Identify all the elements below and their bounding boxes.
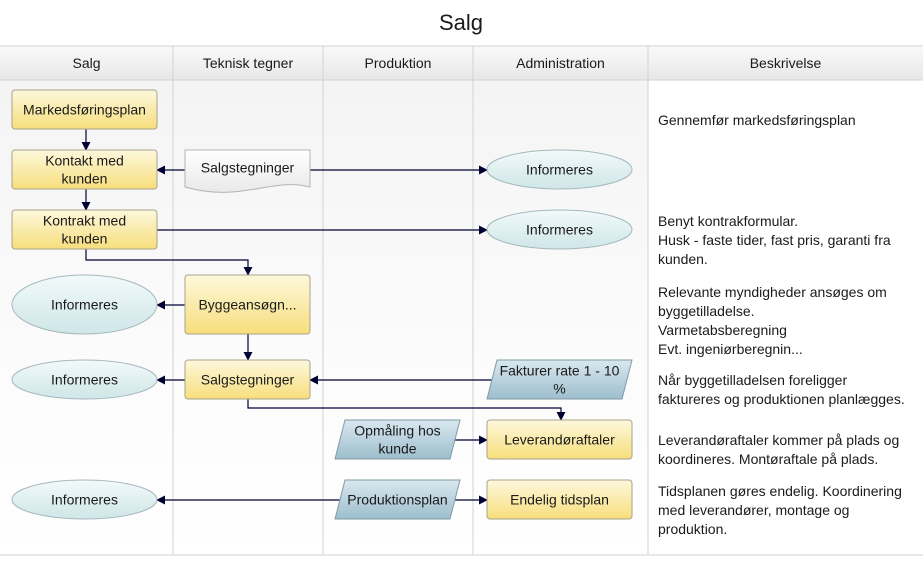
diagram-title: Salg xyxy=(439,10,483,35)
node-label: kunde xyxy=(378,441,416,457)
description-d3-line: Varmetabsberegning xyxy=(658,322,787,338)
lanes: Salg Teknisk tegner Produktion Administrati… xyxy=(0,45,923,556)
description-d3-line: byggetilladelse. xyxy=(658,303,755,319)
description-d6-line: med leverandører, montage og xyxy=(658,502,849,518)
node-kontakt[interactable]: Kontakt med kunden xyxy=(11,149,158,190)
node-label: Opmåling hos xyxy=(354,423,440,439)
node-label: Leverandøraftaler xyxy=(504,432,615,448)
node-label: Byggeansøgn... xyxy=(198,297,296,313)
edges xyxy=(81,129,566,505)
lane-header-administration: Administration xyxy=(516,55,605,71)
description-d4-line: faktureres og produktionen planlægges. xyxy=(658,391,905,407)
description-d2-line: Benyt kontrakformular. xyxy=(658,213,798,229)
node-label: Markedsføringsplan xyxy=(23,102,146,118)
description-d4-line: Når byggetilladelsen foreligger xyxy=(658,372,847,388)
node-fakturer[interactable]: Fakturer rate 1 - 10% xyxy=(486,359,633,400)
node-kontrakt[interactable]: Kontrakt med kunden xyxy=(11,209,158,250)
node-label: % xyxy=(553,381,565,397)
lane-header-produktion: Produktion xyxy=(365,55,432,71)
node-endelig[interactable]: Endelig tidsplan xyxy=(486,479,633,520)
node-markedsplan[interactable]: Markedsføringsplan xyxy=(11,89,158,130)
lane-header-teknisk: Teknisk tegner xyxy=(203,55,294,71)
node-label: Kontakt med xyxy=(45,153,124,169)
node-leverandor[interactable]: Leverandøraftaler xyxy=(486,419,633,460)
description-d2-line: Husk - faste tider, fast pris, garanti f… xyxy=(658,232,891,248)
node-prodplan[interactable]: Produktionsplan xyxy=(334,479,461,520)
description-d6-line: Tidsplanen gøres endelig. Koordinering xyxy=(658,483,902,499)
edge-salgstegn2-to-leverandor xyxy=(247,399,566,421)
node-label: Endelig tidsplan xyxy=(510,492,609,508)
node-label: Informeres xyxy=(51,372,118,388)
node-salgstegn1[interactable]: Salgstegninger xyxy=(184,149,311,193)
edge-kontrakt-to-byggeans xyxy=(85,249,253,276)
node-label: Produktionsplan xyxy=(347,492,447,508)
description-d5-line: Leverandøraftaler kommer på plads og xyxy=(658,432,899,448)
node-label: Informeres xyxy=(526,222,593,238)
node-inf_salg3[interactable]: Informeres xyxy=(11,479,158,520)
node-label: Kontrakt med xyxy=(43,213,126,229)
lane-header-salg: Salg xyxy=(72,55,100,71)
node-inf_salg2[interactable]: Informeres xyxy=(11,359,158,400)
node-label: kunden xyxy=(62,231,108,247)
node-label: Informeres xyxy=(51,297,118,313)
node-inf_salg1[interactable]: Informeres xyxy=(11,274,158,335)
description-d5-line: koordineres. Montøraftale på plads. xyxy=(658,451,878,467)
node-inf_admin1[interactable]: Informeres xyxy=(486,149,633,190)
node-inf_admin2[interactable]: Informeres xyxy=(486,209,633,250)
node-label: Fakturer rate 1 - 10 xyxy=(500,363,620,379)
node-opmaling[interactable]: Opmåling hos kunde xyxy=(334,419,461,460)
node-salgstegn2[interactable]: Salgstegninger xyxy=(184,359,311,400)
node-byggeans[interactable]: Byggeansøgn... xyxy=(184,274,311,335)
description-d3-line: Evt. ingeniørberegnin... xyxy=(658,341,803,357)
node-label: Salgstegninger xyxy=(201,160,295,176)
node-label: Informeres xyxy=(526,162,593,178)
node-label: Salgstegninger xyxy=(201,372,295,388)
description-d6-line: produktion. xyxy=(658,521,727,537)
node-label: kunden xyxy=(62,171,108,187)
description-d2-line: kunden. xyxy=(658,251,708,267)
description-d1-line: Gennemfør markedsføringsplan xyxy=(658,112,856,128)
description-d3-line: Relevante myndigheder ansøges om xyxy=(658,284,887,300)
node-label: Informeres xyxy=(51,492,118,508)
lane-header-beskrivelse: Beskrivelse xyxy=(750,55,822,71)
